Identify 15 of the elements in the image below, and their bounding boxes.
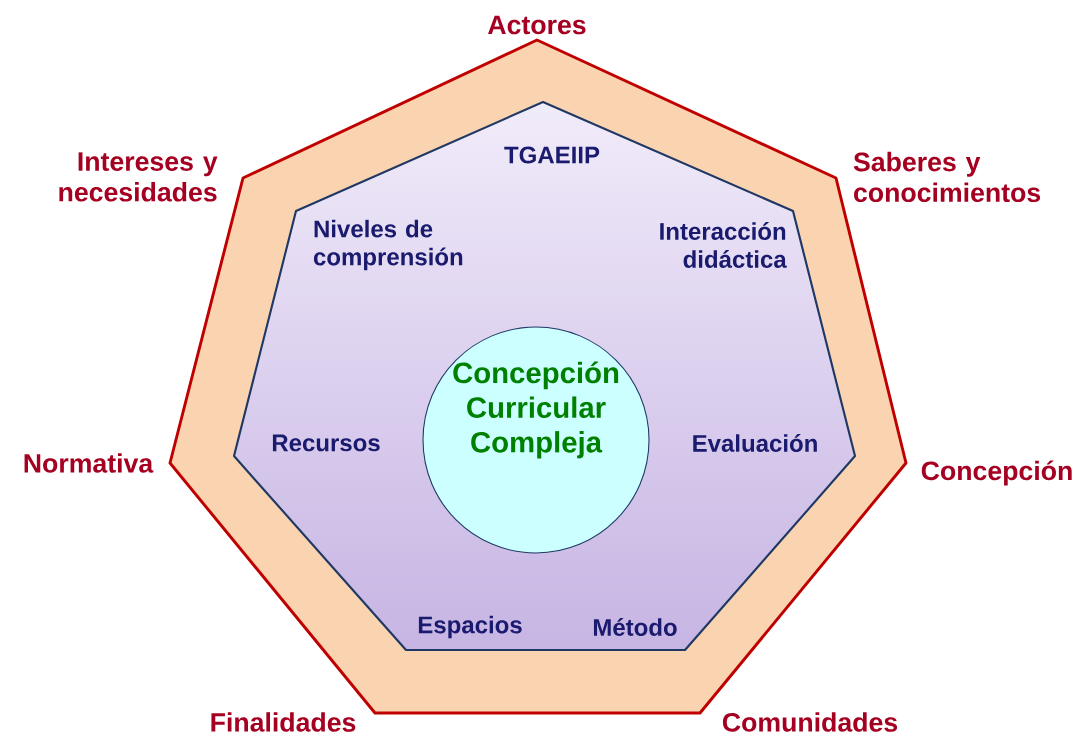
label: Interacción didáctica (660, 222, 787, 268)
label: Comunidades (722, 712, 898, 732)
label: TGAEIIP (504, 146, 600, 164)
label: Finalidades (211, 712, 356, 732)
label: Concepción (921, 460, 1072, 486)
label: Actores (488, 15, 586, 35)
label: Espacios (418, 615, 522, 639)
label: Saberes y conocimientos (853, 151, 1041, 203)
label: Normativa (24, 453, 154, 473)
label: Método (593, 618, 677, 636)
label: Niveles de comprensión (313, 219, 463, 271)
label: Recursos (272, 434, 380, 452)
label: Evaluación (693, 434, 817, 452)
label: Intereses y necesidades (59, 152, 218, 202)
label: Concepción Curricular Compleja (453, 361, 619, 459)
